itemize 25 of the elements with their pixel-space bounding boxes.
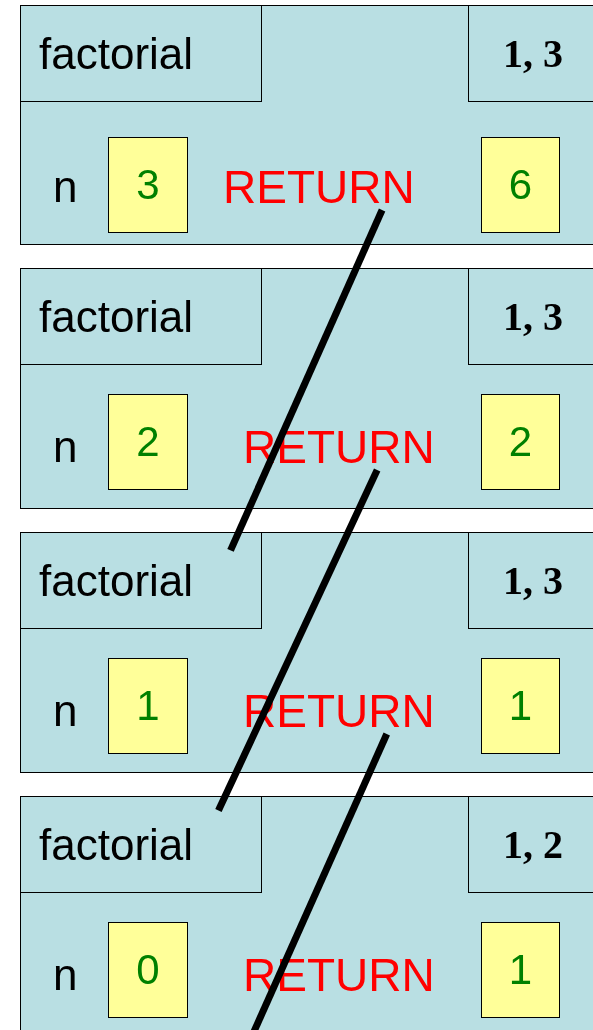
value-box: 1	[481, 658, 560, 754]
variable-name: n	[53, 689, 78, 733]
line-numbers-box: 1, 3	[468, 5, 593, 102]
variable-name: n	[53, 425, 78, 469]
value-box: 0	[108, 922, 188, 1018]
value-box: 2	[108, 394, 188, 490]
function-name-tab: factorial	[20, 532, 262, 629]
line-numbers-box: 1, 3	[468, 268, 593, 365]
stack-frame	[20, 796, 593, 1030]
line-numbers-box: 1, 3	[468, 532, 593, 629]
stack-frame	[20, 268, 593, 509]
stack-frame	[20, 5, 593, 245]
variable-name: n	[53, 953, 78, 997]
function-name-tab: factorial	[20, 268, 262, 365]
value-box: 3	[108, 137, 188, 233]
line-numbers-box: 1, 2	[468, 796, 593, 893]
function-name-tab: factorial	[20, 796, 262, 893]
variable-name: n	[53, 165, 78, 209]
value-box: 1	[481, 922, 560, 1018]
return-label: RETURN	[223, 164, 415, 210]
value-box: 1	[108, 658, 188, 754]
value-box: 6	[481, 137, 560, 233]
function-name-tab: factorial	[20, 5, 262, 102]
stack-frame	[20, 532, 593, 773]
value-box: 2	[481, 394, 560, 490]
